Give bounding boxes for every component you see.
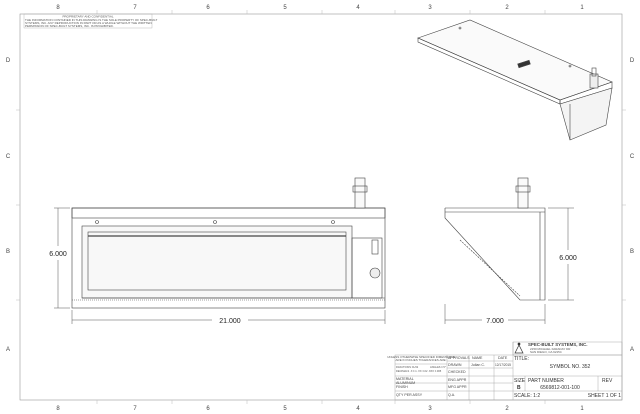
tolerance-decimals: DECIMALS .X ±.1 .XX ±.02 .XXX ±.005: [396, 369, 442, 373]
tolerance-note: UNLESS OTHERWISE SPECIFIED DIMENSIONS: [387, 355, 454, 359]
zone-row: B: [630, 249, 634, 255]
finish-label: FINISH: [396, 385, 408, 389]
zone-row: A: [630, 347, 634, 353]
isometric-view: [417, 19, 613, 141]
notice-line: SYSTEMS, INC. ANY REPRODUCTION IN PART O…: [25, 21, 152, 25]
company-address: 2150 MICHAEL FARADAY DR: [530, 347, 571, 351]
zone-col: 4: [356, 5, 360, 11]
date-label: DATE: [498, 356, 508, 360]
part-number-label: PART NUMBER: [528, 378, 564, 384]
zone-col: 5: [283, 5, 287, 11]
zone-row: D: [6, 58, 11, 64]
notice-title: PROPRIETARY AND CONFIDENTIAL: [62, 15, 113, 19]
rev-label: REV: [602, 378, 613, 384]
sheet-border: [19, 13, 623, 401]
zone-col: 6: [206, 5, 210, 11]
approval-row-label: DRAWN: [448, 363, 462, 367]
zone-col: 6: [206, 406, 210, 412]
zone-labels: 8 7 6 5 4 3 2 1 8 7 6 5 4 3 2 1 D C B A …: [6, 5, 635, 412]
company-name: SPEC-BUILT SYSTEMS, INC.: [528, 342, 587, 347]
dimension-side-height: 6.000: [559, 255, 577, 262]
zone-col: 1: [580, 5, 584, 11]
dimension-front-width: 21.000: [219, 318, 241, 325]
approval-row-label: MFG APPR: [448, 385, 467, 389]
dimension-front-height: 6.000: [49, 251, 67, 258]
title-label: TITLE:: [514, 356, 529, 362]
qty-label: QTY PER ASSY: [396, 393, 423, 397]
zone-row: B: [6, 249, 10, 255]
drawn-by: Julian C.: [471, 363, 485, 367]
zone-row: C: [6, 154, 11, 160]
name-label: NAME: [472, 356, 483, 360]
zone-col: 2: [505, 406, 509, 412]
drawing-title: SYMBOL NO. 352: [550, 364, 591, 370]
sheet-size: B: [517, 385, 521, 391]
drawn-date: 12/17/2015: [495, 363, 511, 367]
notice-line: PERMISSION OF SPEC-BUILT SYSTEMS, INC. I…: [25, 24, 114, 28]
company-address: SAN DIEGO, CA 92154: [530, 350, 562, 354]
zone-col: 2: [505, 5, 509, 11]
zone-col: 5: [283, 406, 287, 412]
tolerance-fractions: FRACTIONS ±1/32: [396, 365, 419, 369]
front-view: [71, 177, 386, 309]
company-logo-icon: [514, 342, 524, 354]
side-dimensions: [444, 207, 574, 324]
zone-col: 4: [356, 406, 360, 412]
tolerance-angles: ANGLES ±.5°: [430, 365, 446, 369]
zone-col: 8: [56, 406, 60, 412]
title-block: SPEC-BUILT SYSTEMS, INC. 2150 MICHAEL FA…: [387, 341, 623, 401]
notice-line: THE INFORMATION CONTAINED IN THIS DRAWIN…: [25, 18, 158, 22]
dimension-side-width: 7.000: [486, 318, 504, 325]
zone-col: 7: [133, 5, 137, 11]
sheet-number: SHEET 1 OF 1: [588, 393, 621, 399]
material-label: MATERIAL: [396, 377, 414, 381]
zone-row: C: [630, 154, 635, 160]
size-label: SIZE: [514, 378, 526, 384]
zone-col: 8: [56, 5, 60, 11]
zone-col: 3: [428, 406, 432, 412]
approval-row-label: ENG APPR: [448, 378, 467, 382]
confidentiality-notice: PROPRIETARY AND CONFIDENTIAL THE INFORMA…: [23, 13, 158, 29]
material-value: ALUMINUM: [396, 381, 415, 385]
side-view: [444, 177, 546, 301]
zone-row: D: [630, 58, 635, 64]
approval-row-label: CHECKED: [448, 370, 466, 374]
part-number: 6569812-001-100: [540, 385, 580, 391]
zone-col: 3: [428, 5, 432, 11]
approvals-label: APPROVALS: [448, 356, 470, 360]
zone-ticks: [16, 10, 626, 404]
approval-row-label: Q.A.: [448, 393, 455, 397]
zone-col: 7: [133, 406, 137, 412]
tolerance-note: ARE IN INCHES TOLERANCES ARE:: [396, 358, 447, 362]
front-dimensions: [54, 207, 386, 324]
zone-col: 1: [580, 406, 584, 412]
scale: SCALE: 1:2: [514, 393, 540, 399]
zone-row: A: [6, 347, 10, 353]
